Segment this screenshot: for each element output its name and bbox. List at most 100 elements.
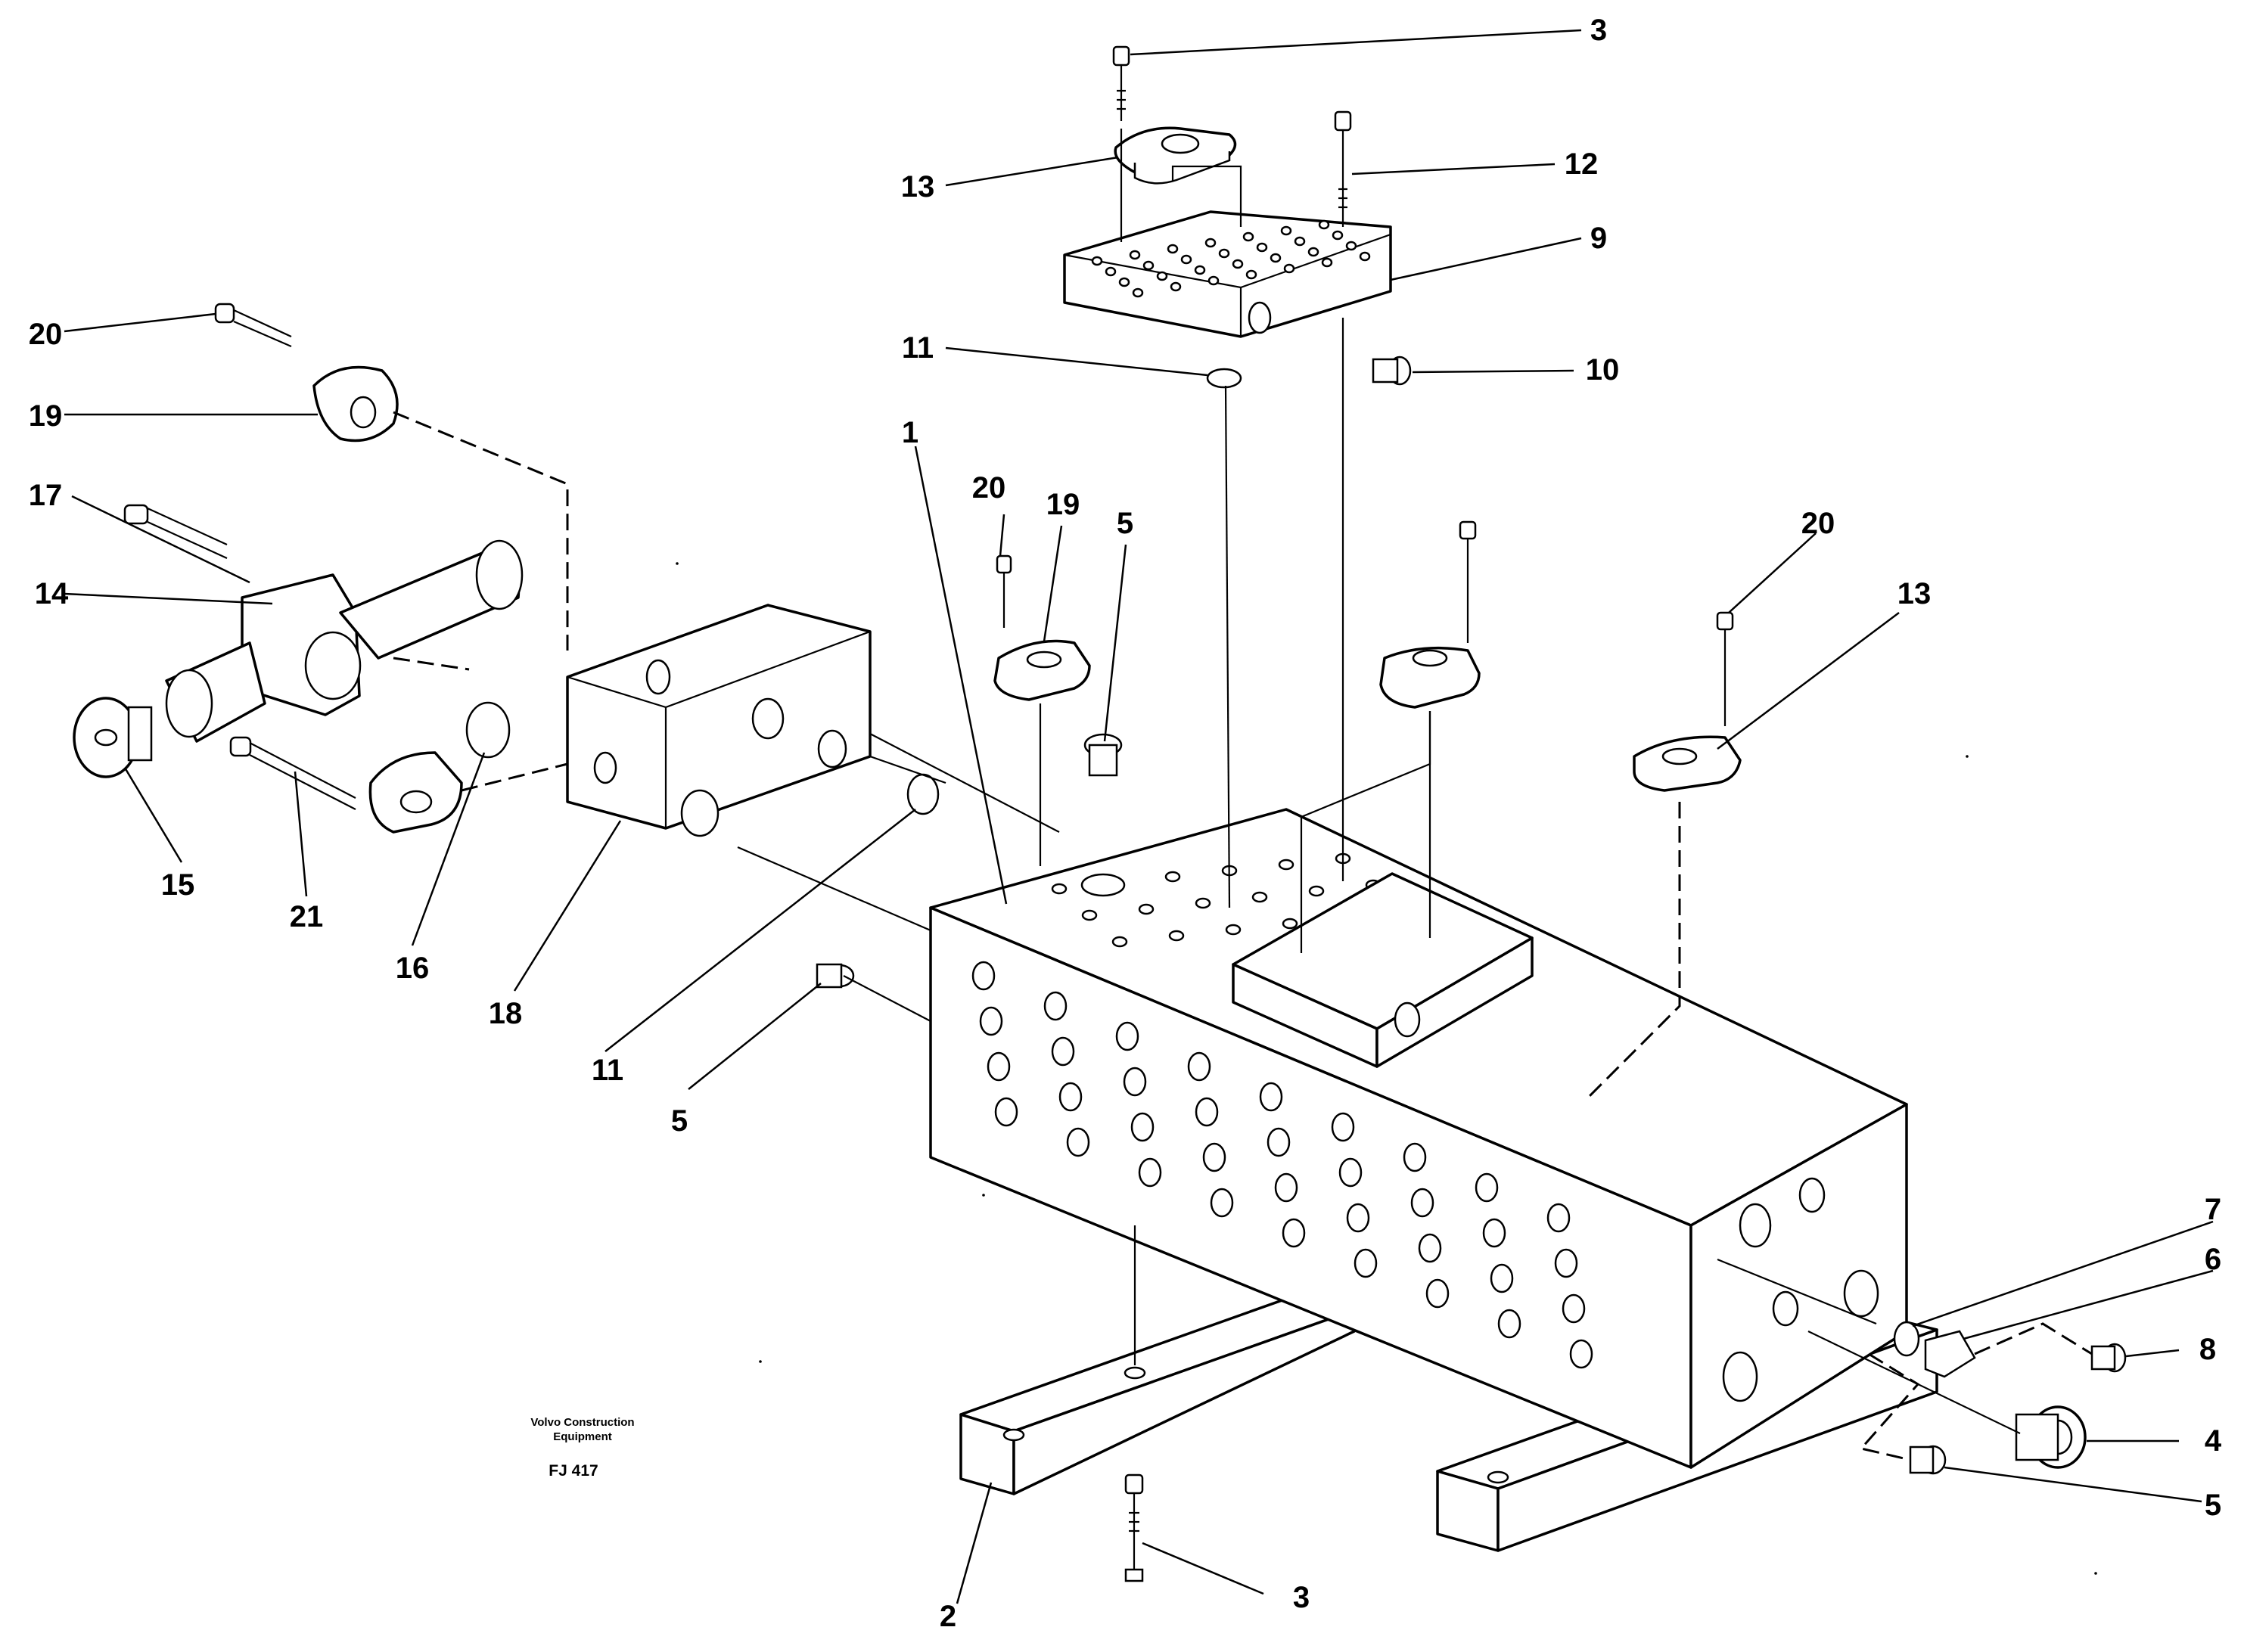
long-bolt <box>1334 110 1352 227</box>
block-port-hole <box>1130 1112 1155 1142</box>
block-port-hole <box>1425 1278 1450 1309</box>
plate-hole <box>1332 230 1344 241</box>
drawing-credit: Volvo Construction Equipment FJ 417 <box>530 1416 634 1480</box>
callout-2: 2 <box>940 1600 956 1633</box>
center-bolt <box>1459 520 1477 643</box>
callout-16: 16 <box>396 952 430 985</box>
block-port-hole <box>1202 1142 1226 1172</box>
callout-19-mid: 19 <box>1046 488 1080 521</box>
plate-hole <box>1167 244 1179 254</box>
block-port-hole <box>1331 1112 1355 1142</box>
plate-hole <box>1232 259 1244 269</box>
plate-hole <box>1218 248 1230 259</box>
plate-hole <box>1359 251 1371 262</box>
block-end-port <box>1798 1177 1826 1213</box>
block-port-hole <box>1259 1082 1283 1112</box>
flange-21 <box>368 751 463 834</box>
block-port-hole <box>1562 1293 1586 1324</box>
plate-hole <box>1207 275 1220 286</box>
right-flange-13 <box>1633 735 1742 792</box>
plate-hole <box>1105 266 1117 277</box>
block-end-port <box>1843 1269 1879 1318</box>
block-port-hole <box>1497 1309 1521 1339</box>
block-top-hole <box>1282 918 1298 930</box>
plate-hole <box>1280 225 1292 236</box>
callout-6: 6 <box>2205 1243 2221 1276</box>
block-port-hole <box>1546 1203 1571 1233</box>
callout-5-right: 5 <box>2205 1489 2221 1522</box>
adapter-6 <box>1924 1330 1976 1378</box>
support-beam-front <box>959 1292 1356 1495</box>
scan-specks <box>676 562 2097 1575</box>
callout-12: 12 <box>1565 148 1599 181</box>
callout-13-right: 13 <box>1897 577 1932 610</box>
block-port-hole <box>1123 1067 1147 1097</box>
block-port-hole <box>1187 1051 1211 1082</box>
o-ring-11-bottom <box>906 773 940 815</box>
block-top-hole <box>1138 903 1155 915</box>
block-top-hole <box>1168 930 1185 942</box>
callout-19-left: 19 <box>29 399 63 433</box>
callout-21: 21 <box>290 900 324 933</box>
callout-14: 14 <box>35 577 69 610</box>
callout-5-left: 5 <box>671 1104 688 1138</box>
callout-7: 7 <box>2205 1193 2221 1226</box>
block-top-hole <box>1081 909 1098 921</box>
block-port-hole <box>1138 1157 1162 1188</box>
callout-3-top: 3 <box>1590 14 1607 47</box>
callout-4: 4 <box>2205 1424 2222 1458</box>
bolt-20-left <box>214 303 292 348</box>
mid-flange-19 <box>993 639 1091 701</box>
block-port-hole <box>987 1051 1011 1082</box>
mid-bolt-20 <box>996 554 1012 628</box>
plate-hole <box>1307 247 1319 257</box>
callout-8: 8 <box>2199 1333 2216 1366</box>
plug-5-left <box>816 963 855 989</box>
elbow-fitting-14 <box>165 539 524 743</box>
block-port-hole <box>1210 1188 1234 1218</box>
plate-hole <box>1194 265 1206 275</box>
plate-hole <box>1242 231 1254 242</box>
block-port-hole <box>994 1097 1018 1127</box>
drawing-reference: FJ 417 <box>549 1462 598 1480</box>
block-port-hole <box>1554 1248 1578 1278</box>
block-top-hole <box>1051 883 1068 895</box>
callout-10: 10 <box>1586 353 1620 387</box>
block-port-hole <box>1195 1097 1219 1127</box>
right-bolt-20 <box>1716 611 1734 726</box>
callout-5-mid: 5 <box>1117 507 1133 540</box>
callout-1: 1 <box>902 416 918 449</box>
plate-hole <box>1091 256 1103 266</box>
callout-18: 18 <box>489 997 523 1030</box>
plate-hole <box>1321 257 1333 268</box>
plate-hole <box>1156 271 1168 281</box>
block-port-hole <box>1490 1263 1514 1293</box>
o-ring-7 <box>1893 1321 1920 1357</box>
callout-20-mid: 20 <box>972 471 1006 505</box>
block-port-hole <box>1066 1127 1090 1157</box>
block-port-hole <box>1410 1188 1434 1218</box>
leader-lines <box>64 29 2214 1604</box>
plate-hole <box>1318 219 1330 230</box>
callout-9: 9 <box>1590 222 1607 255</box>
plug-15 <box>73 697 153 778</box>
callout-13-top: 13 <box>901 170 935 203</box>
credit-company-line2: Equipment <box>553 1430 612 1443</box>
top-bolt <box>1112 45 1130 121</box>
block-end-port <box>1722 1351 1758 1402</box>
block-top-hole <box>1195 897 1211 909</box>
credit-company-line1: Volvo Construction <box>530 1416 634 1429</box>
callout-20-left: 20 <box>29 318 63 351</box>
block-port-hole <box>1482 1218 1506 1248</box>
mid-plug-5 <box>1080 733 1126 897</box>
block-top-hole <box>1278 859 1294 871</box>
plate-hole <box>1170 281 1182 292</box>
block-port-hole <box>971 961 996 991</box>
plate-hole <box>1294 236 1306 247</box>
callout-15: 15 <box>161 868 195 902</box>
plug-4 <box>2015 1405 2087 1469</box>
plate-hole <box>1129 250 1141 260</box>
plate-hole <box>1256 242 1268 253</box>
